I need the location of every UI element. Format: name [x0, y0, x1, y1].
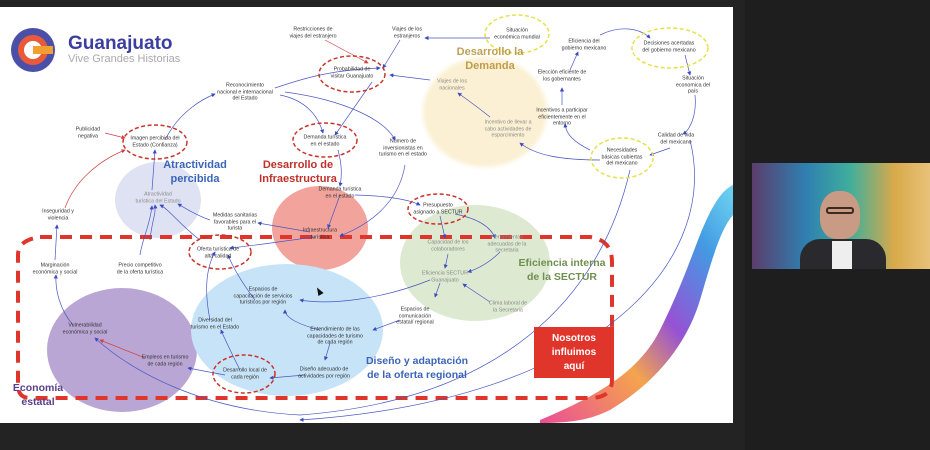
node-vulnerabilidad: Vulnerabilidad económica y social [62, 322, 108, 336]
title-economia-estatal: Economía estatal [12, 382, 64, 408]
node-medidas: Medidas sanitarias favorables para el tu… [212, 212, 258, 232]
node-presupuesto: Presupuesto asignado a SECTUR [413, 202, 463, 216]
cluster-diseno [191, 264, 383, 396]
logo-name: Guanajuato [68, 33, 173, 54]
node-herramientas: Herramientas adecuadas de la secretaria [487, 234, 527, 254]
title-eficiencia-sectur: Eficiencia interna de la SECTUR [518, 257, 606, 283]
node-capacidad: Capacidad de los colaboradores [427, 239, 469, 253]
participant-video-tile[interactable] [752, 163, 930, 269]
node-reconocimiento: Reconocimiento nacional e internacional … [217, 82, 273, 102]
node-empleos: Empleos en turismo de cada región [141, 354, 189, 368]
node-imagen: Imagen percibida del Estado (Confianza) [130, 135, 180, 149]
node-incentivo-esparcimiento: Incentivo de llevar a cabo actividades d… [484, 119, 532, 139]
title-desarrollo-infraestructura: Desarrollo de Infraestructura [259, 159, 337, 185]
participant-shirt [832, 241, 852, 269]
node-oferta: Oferta turística de alta calidad [196, 246, 240, 260]
node-infraestructura-turistica: Infraestructura turística [302, 227, 338, 241]
node-restricciones: Restricciones de viajes del estranjero [289, 26, 337, 40]
cluster-atractividad [115, 162, 201, 238]
title-desarrollo-demanda: Desarrollo la Demanda [456, 46, 524, 72]
cluster-infraestructura [272, 186, 368, 270]
node-eleccion: Elección eficiente de los gobernantes [537, 69, 587, 83]
node-desarrollo-local: Desarrollo local de cada región [223, 367, 267, 381]
node-probabilidad: Probabilidad de visitar Guanajuato [330, 66, 374, 80]
node-espacios-capacitacion: Espacios de capacitación de servicios tu… [233, 286, 293, 306]
node-marginacion: Marginación económica y social [32, 262, 78, 276]
node-necesidades: Necesidades básicas cubiertas del mexica… [601, 147, 643, 167]
node-inseguridad: Inseguridad y violencia [42, 208, 74, 222]
node-diseno-adecuado: Diseño adecuado de actividades por regió… [298, 366, 350, 380]
ribbon-decoration [540, 185, 733, 423]
title-diseno-adaptacion: Diseño y adaptación de la oferta regiona… [365, 355, 469, 381]
participant-avatar [820, 191, 860, 239]
node-incentivos-participar: Incentivos a participar eficientemente e… [536, 107, 588, 127]
node-diversidad: Diversidad del turismo en el Estado [190, 317, 240, 331]
node-decisiones: Decisiones acertadas del gobierno mexica… [642, 40, 696, 54]
node-calidad-vida: Calidad de vida del mexicano [657, 132, 695, 146]
guanajuato-logo-icon [11, 28, 55, 72]
logo-tagline: Vive Grandes Historias [68, 53, 181, 65]
node-precio: Precio competitivo de la oferta turístic… [116, 262, 164, 276]
node-viajes-nacionales: Viajes de los nacionales [437, 78, 467, 92]
causal-loop-diagram [11, 14, 733, 423]
node-atractividad-turistica: Atractividad turística del Estado [135, 191, 181, 205]
node-publicidad: Publicidad negativa [75, 126, 101, 140]
node-demanda-turistica-2: Demanda turística en el estado [318, 186, 362, 200]
presentation-slide: Guanajuato Vive Grandes Historias Desarr… [0, 7, 733, 423]
node-situacion-mundial: Situación económica mundial [494, 27, 540, 41]
cluster-eficiencia [400, 205, 550, 321]
cluster-demanda [423, 57, 547, 167]
node-entendimiento: Entendimiento de las capacidades de turi… [307, 326, 363, 346]
node-eficiencia-sectur: Eficiencia SECTUR Guanajuato [422, 270, 468, 284]
participant-glasses-icon [826, 207, 854, 214]
node-clima: Clima laboral de la Secretaria [488, 300, 528, 314]
node-situacion-pais: Situación economica del país [675, 75, 711, 95]
callout-nosotros-influimos: Nosotros influimos aquí [534, 327, 614, 378]
node-demanda-turistica: Demanda turística en el estado [303, 134, 347, 148]
title-atractividad-percibida: Atractividad percibida [163, 159, 227, 185]
node-eficiencia-gobierno: Eficiencia del gobierno mexicano [561, 38, 607, 52]
node-inversionistas: Número de inversionistas en turismo en e… [379, 138, 427, 158]
cluster-economia [47, 288, 197, 412]
node-espacios-comunicacion: Espacios de comunicación estatal/ region… [396, 306, 434, 326]
node-viajes-extranjeros: Viajes de los estranjeros [392, 26, 422, 40]
